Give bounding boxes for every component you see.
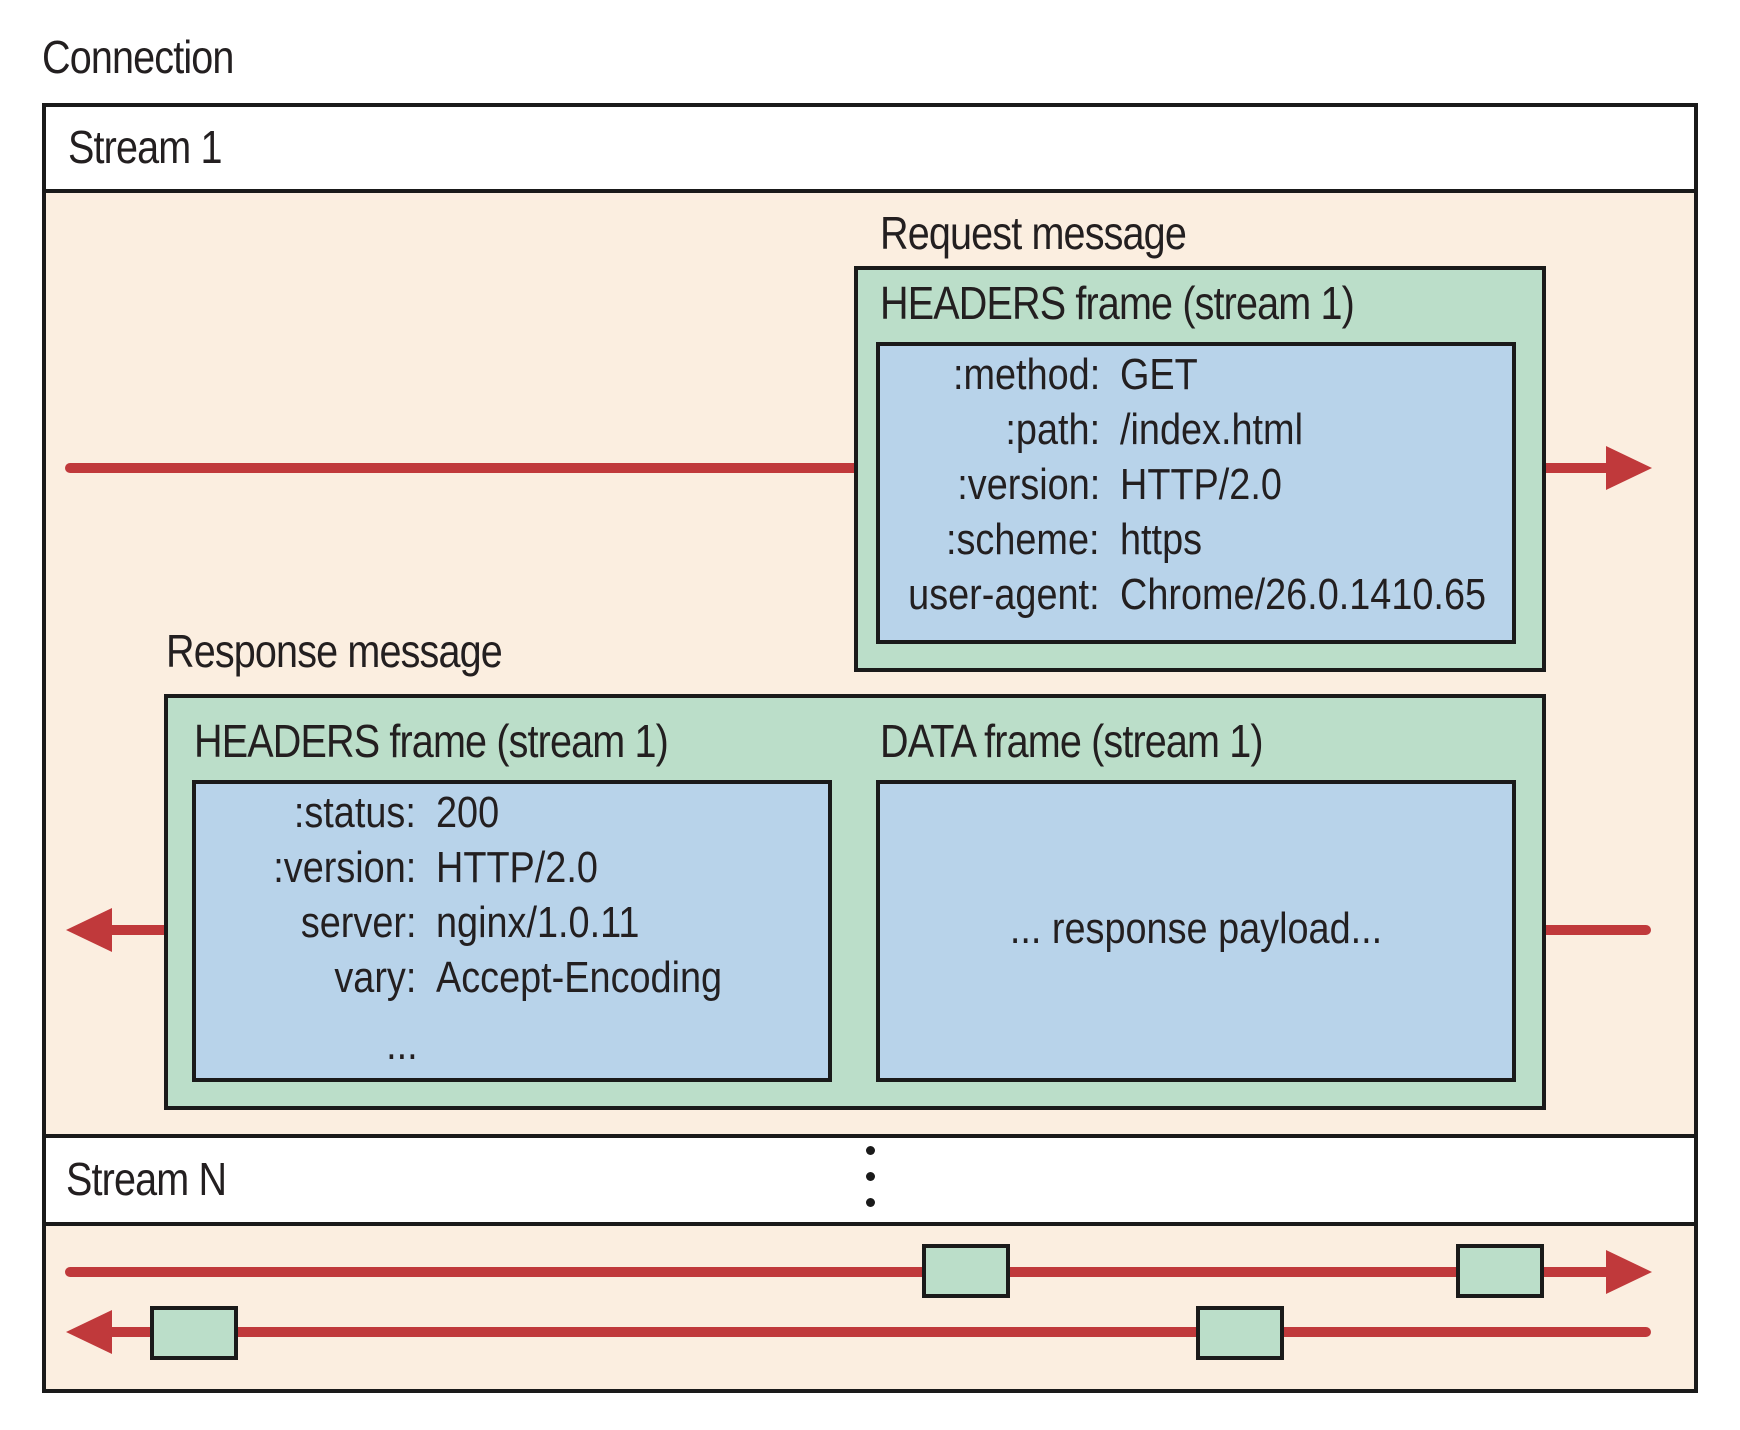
header-key: :path: <box>1005 405 1100 454</box>
header-value: Chrome/26.0.1410.65 <box>1120 570 1487 619</box>
request-headers-block <box>876 342 1516 644</box>
header-value: 200 <box>436 788 500 837</box>
vertical-ellipsis-icon <box>866 1146 875 1210</box>
streamN-outbound-frame <box>922 1244 1010 1298</box>
streamN-inbound-frame <box>1196 1306 1284 1360</box>
response-arrowhead <box>66 908 112 952</box>
header-key: :method: <box>952 350 1100 399</box>
stream1-header-band <box>46 107 1694 193</box>
request-message-label: Request message <box>880 207 1187 259</box>
request-headers-frame-label: HEADERS frame (stream 1) <box>880 277 1355 329</box>
header-key: :status: <box>294 788 416 837</box>
data-frame-label: DATA frame (stream 1) <box>880 715 1264 767</box>
response-headers-frame-label: HEADERS frame (stream 1) <box>194 715 669 767</box>
streamN-inbound-arrowhead <box>66 1310 112 1354</box>
header-key: server: <box>300 898 416 947</box>
header-key: user-agent: <box>908 570 1100 619</box>
header-value: /index.html <box>1120 405 1303 454</box>
response-payload: ... response payload... <box>1009 904 1383 953</box>
header-key: vary: <box>333 953 416 1002</box>
response-message-label: Response message <box>166 625 503 677</box>
header-value: HTTP/2.0 <box>436 843 598 892</box>
streamN-outbound-frame <box>1456 1244 1544 1298</box>
request-arrowhead <box>1606 446 1652 490</box>
header-key: :scheme: <box>946 515 1100 564</box>
response-headers-block <box>192 780 832 1082</box>
header-value: GET <box>1120 350 1198 399</box>
header-value: nginx/1.0.11 <box>436 898 640 947</box>
stream1-label: Stream 1 <box>68 121 222 173</box>
header-key: :version: <box>272 843 416 892</box>
streamN-outbound-arrowhead <box>1606 1250 1652 1294</box>
header-key: :version: <box>956 460 1100 509</box>
header-value: HTTP/2.0 <box>1120 460 1282 509</box>
header-value: https <box>1120 515 1203 564</box>
streamN-inbound-frame <box>150 1306 238 1360</box>
connection-label: Connection <box>42 31 234 83</box>
header-value: Accept-Encoding <box>436 953 723 1002</box>
data-frame-block <box>876 780 1516 1082</box>
streamN-label: Stream N <box>66 1153 227 1205</box>
response-headers-more: ... <box>386 1020 418 1069</box>
